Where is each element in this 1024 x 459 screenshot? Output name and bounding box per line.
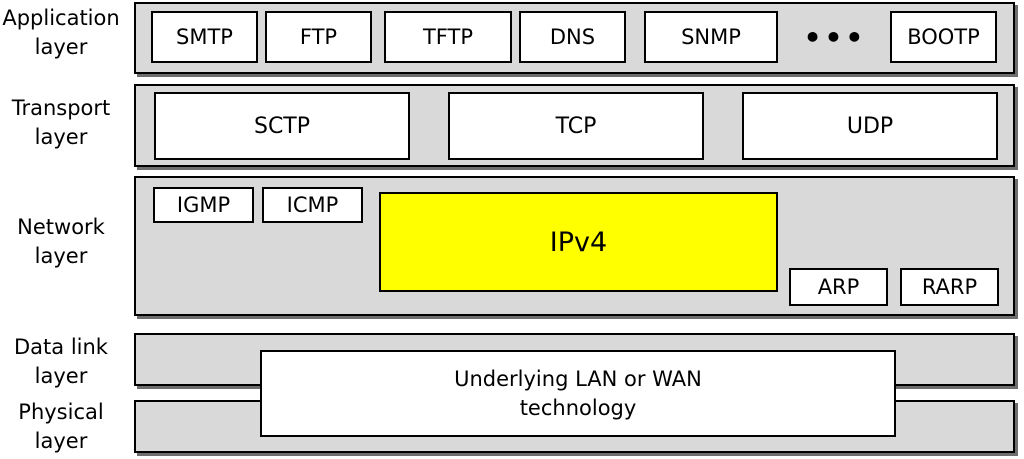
datalink-layer-label-line2: layer — [34, 364, 88, 388]
protocol-ipv4: IPv4 — [379, 192, 778, 292]
protocol-udp: UDP — [742, 92, 998, 160]
protocol-smtp: SMTP — [151, 11, 258, 63]
protocol-dns: DNS — [519, 11, 626, 63]
transport-layer-label-line2: layer — [34, 125, 88, 149]
datalink-layer-label-line1: Data link — [14, 335, 108, 359]
protocol-bootp: BOOTP — [890, 11, 997, 63]
underlying-technology-line1: Underlying LAN or WAN — [454, 366, 702, 391]
transport-layer-label-line1: Transport — [11, 96, 111, 120]
protocol-ftp: FTP — [265, 11, 372, 63]
physical-layer-label-line1: Physical — [18, 400, 104, 424]
protocol-rarp: RARP — [900, 268, 999, 306]
network-layer-label-line2: layer — [34, 244, 88, 268]
application-layer-label-line1: Application — [2, 6, 120, 30]
more-protocols-ellipsis: ••• — [803, 20, 867, 54]
network-layer-label: Network layer — [0, 213, 122, 271]
protocol-tftp: TFTP — [384, 11, 512, 63]
protocol-snmp: SNMP — [644, 11, 778, 63]
physical-layer-label: Physical layer — [0, 398, 122, 456]
underlying-technology-box: Underlying LAN or WAN technology — [260, 350, 896, 437]
network-layer-label-line1: Network — [17, 215, 105, 239]
protocol-icmp: ICMP — [262, 187, 363, 223]
application-layer-label: Application layer — [0, 4, 122, 62]
protocol-tcp: TCP — [448, 92, 704, 160]
physical-layer-label-line2: layer — [34, 429, 88, 453]
datalink-layer-label: Data link layer — [0, 333, 122, 391]
underlying-technology-line2: technology — [519, 395, 637, 420]
protocol-igmp: IGMP — [153, 187, 254, 223]
application-layer-label-line2: layer — [34, 35, 88, 59]
protocol-arp: ARP — [789, 268, 888, 306]
protocol-sctp: SCTP — [154, 92, 410, 160]
transport-layer-label: Transport layer — [0, 94, 122, 152]
